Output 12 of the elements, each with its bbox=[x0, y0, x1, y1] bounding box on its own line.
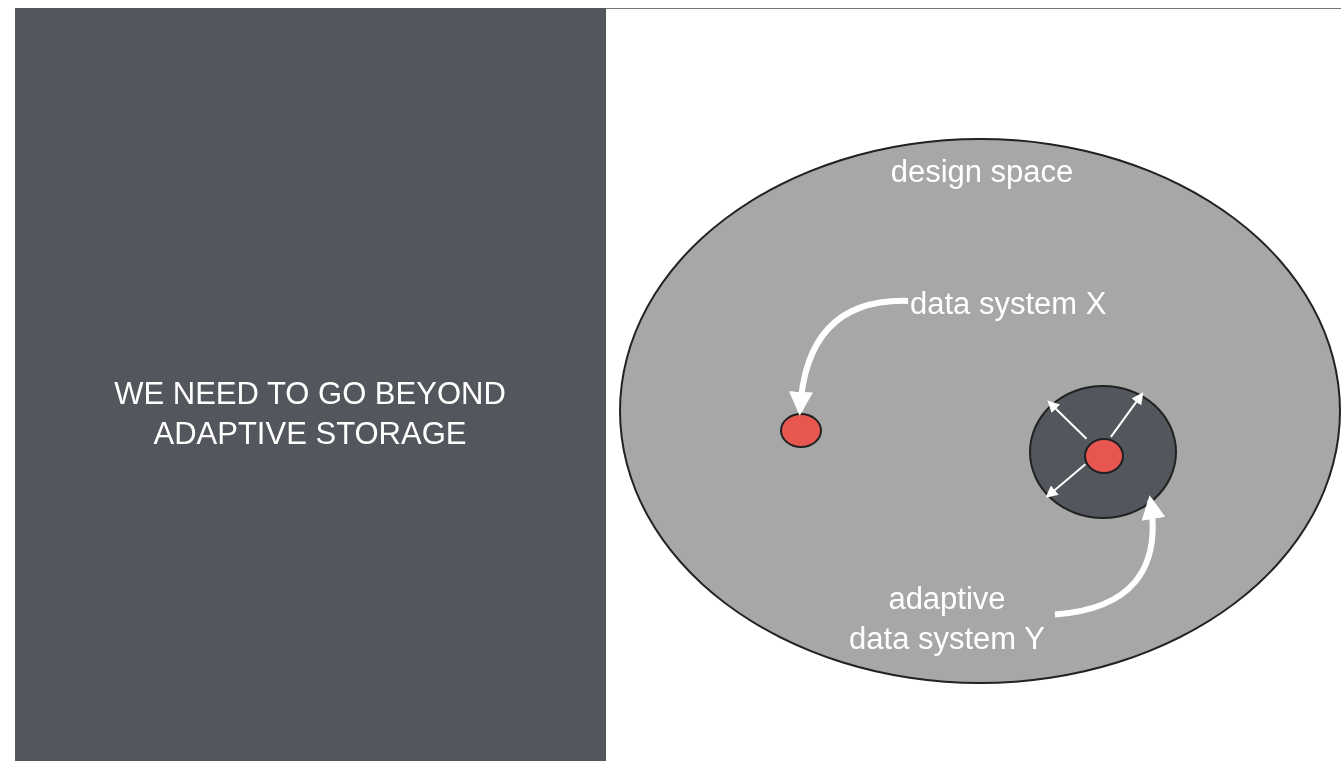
data-point bbox=[1084, 438, 1124, 474]
label-text: adaptive data system Y bbox=[848, 580, 1046, 658]
curved-arrow bbox=[789, 297, 909, 416]
data-point bbox=[780, 413, 822, 448]
arrow bbox=[1047, 400, 1088, 440]
curved-arrow bbox=[1054, 495, 1165, 618]
title-panel bbox=[15, 8, 606, 761]
heading-text: WE NEED TO GO BEYOND ADAPTIVE STORAGE bbox=[113, 375, 507, 453]
arrow bbox=[1045, 463, 1087, 498]
arrow bbox=[1109, 392, 1144, 438]
heading-text: design space bbox=[889, 153, 1075, 191]
label-text: data system X bbox=[910, 285, 1108, 323]
